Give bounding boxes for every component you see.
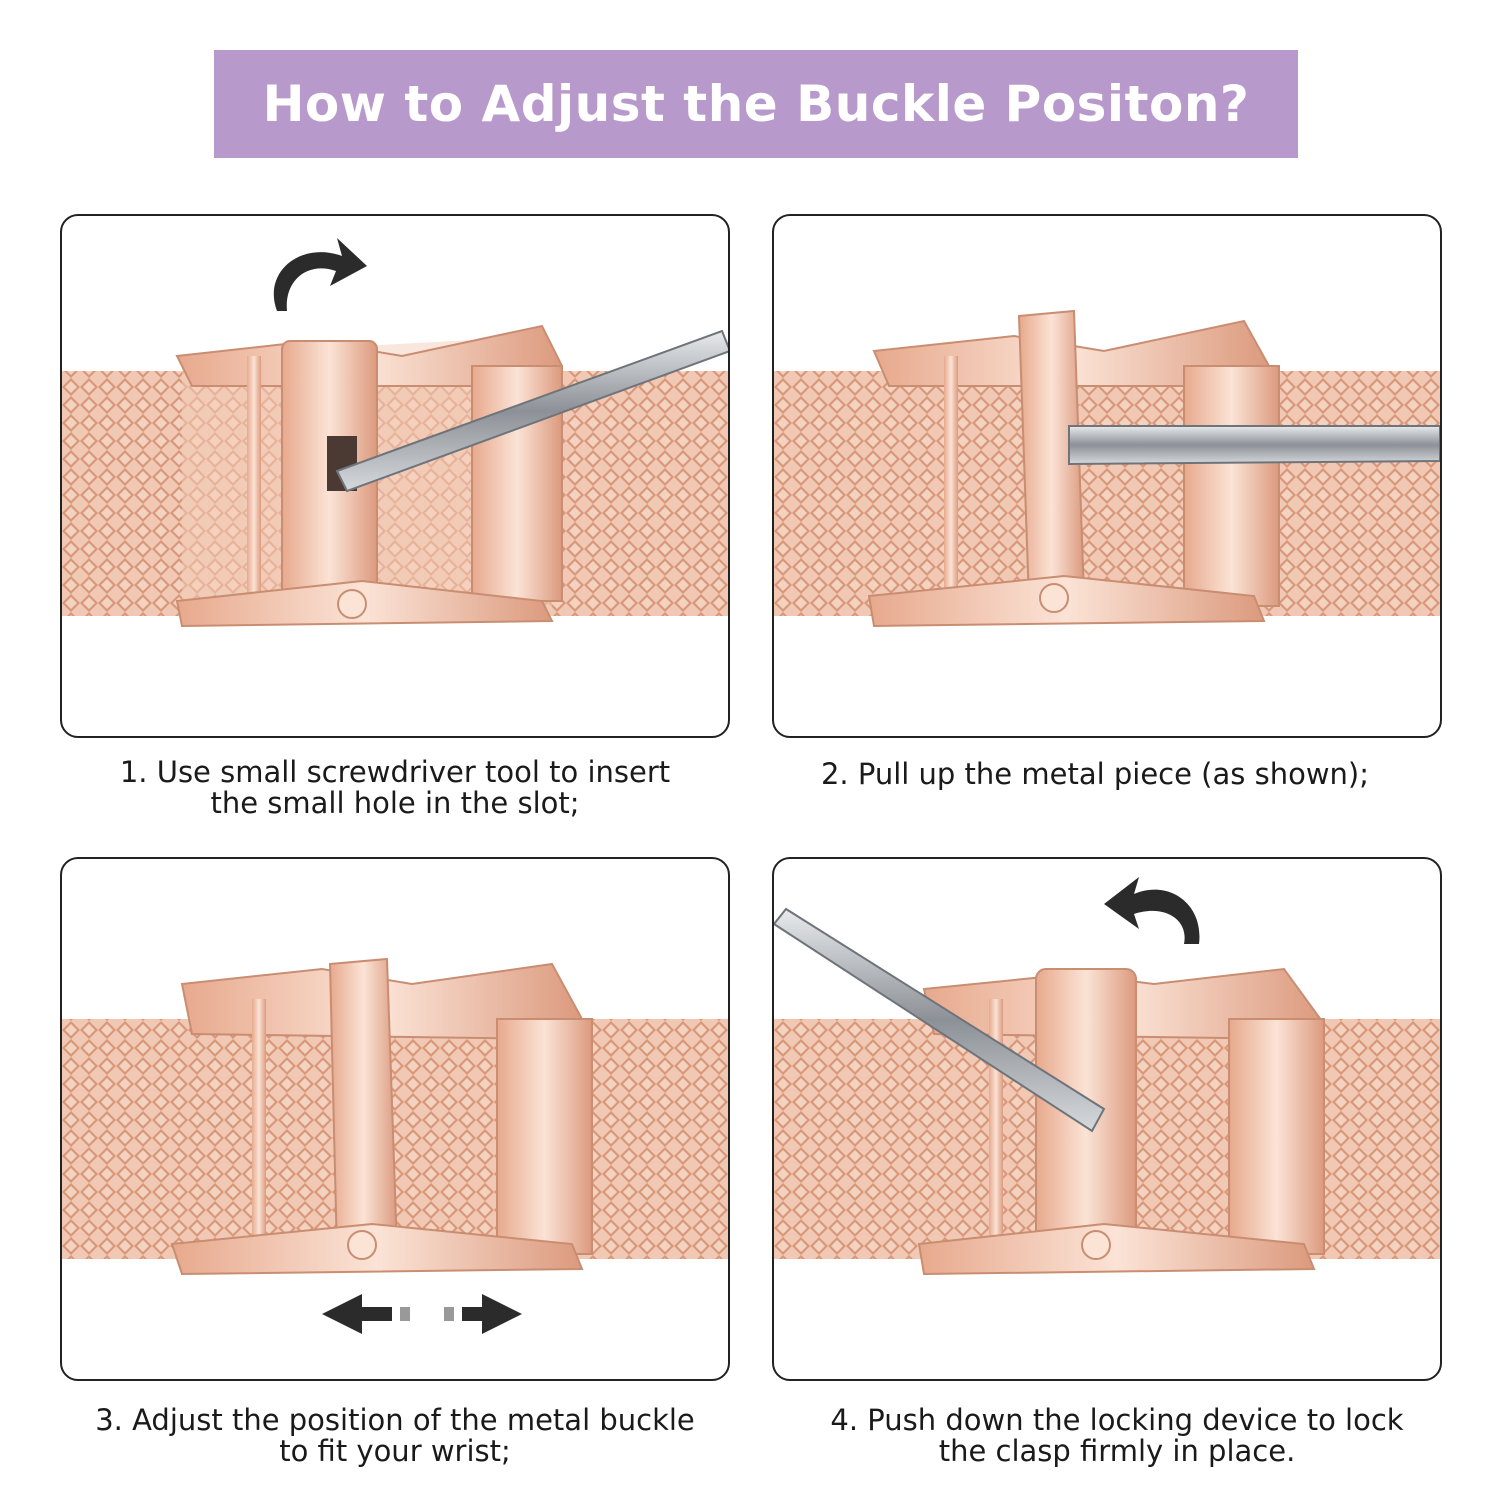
step-1-caption-line2: the small hole in the slot; — [210, 786, 580, 820]
mesh-band — [774, 371, 1440, 616]
step-2-caption: 2. Pull up the metal piece (as shown); — [745, 759, 1445, 790]
buckle-frame — [1228, 1018, 1325, 1255]
buckle-frame — [1183, 365, 1280, 607]
step-4-caption: 4. Push down the locking device to lock … — [767, 1405, 1467, 1467]
buckle-bottom-plate — [170, 1222, 584, 1276]
header-banner: How to Adjust the Buckle Positon? — [214, 50, 1298, 158]
step-4-caption-line2: the clasp firmly in place. — [938, 1434, 1296, 1468]
step-4-panel — [772, 857, 1442, 1381]
step-4-caption-line1: 4. Push down the locking device to lock — [830, 1403, 1404, 1437]
buckle-clasp-raised — [328, 957, 399, 1256]
step-1-illustration — [62, 238, 728, 628]
step-1-caption-line1: 1. Use small screwdriver tool to insert — [119, 755, 671, 789]
step-3-caption: 3. Adjust the position of the metal buck… — [45, 1405, 745, 1467]
left-right-arrows-icon — [322, 1294, 522, 1334]
buckle-frame — [496, 1018, 593, 1255]
step-3-caption-line2: to fit your wrist; — [279, 1434, 511, 1468]
step-1-panel — [60, 214, 730, 738]
step-4-illustration — [774, 877, 1440, 1276]
step-2-caption-line1: 2. Pull up the metal piece (as shown); — [820, 757, 1370, 791]
step-3-illustration — [62, 957, 728, 1334]
screwdriver — [335, 329, 728, 493]
buckle-bottom-plate — [917, 1222, 1316, 1276]
curved-arrow-up-icon — [273, 238, 367, 311]
buckle-bar — [247, 356, 261, 606]
step-2-illustration — [774, 309, 1440, 628]
step-3-caption-line1: 3. Adjust the position of the metal buck… — [95, 1403, 695, 1437]
step-2-panel — [772, 214, 1442, 738]
page-title: How to Adjust the Buckle Positon? — [262, 75, 1250, 133]
step-3-panel — [60, 857, 730, 1381]
curved-arrow-down-icon — [1104, 877, 1200, 944]
buckle-bar — [252, 999, 266, 1254]
buckle-bar — [944, 356, 958, 606]
screwdriver — [774, 907, 1106, 1133]
screwdriver — [1068, 425, 1440, 466]
step-1-caption: 1. Use small screwdriver tool to insert … — [45, 757, 745, 819]
